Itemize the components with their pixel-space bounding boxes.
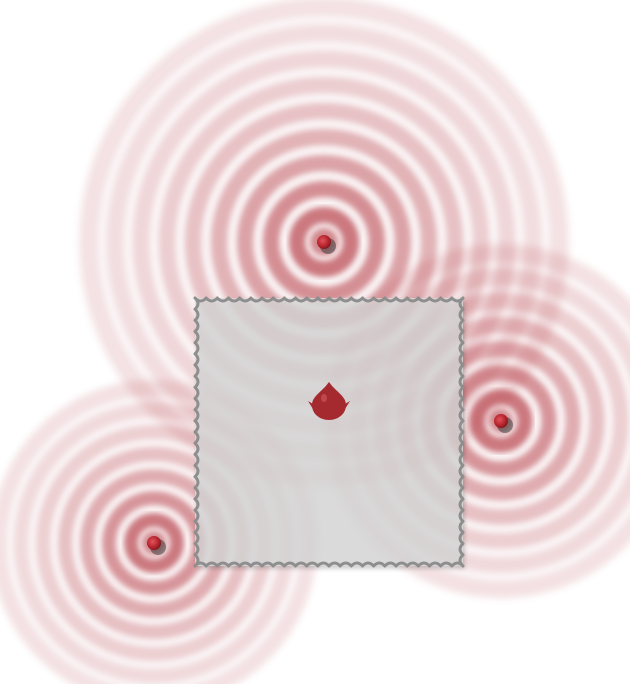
panel-serrated-edge [193, 296, 465, 568]
ripple-source-left[interactable] [147, 536, 166, 555]
ripple-ring [124, 513, 184, 573]
panel-edge-teeth [193, 296, 465, 568]
drop-marker-icon[interactable] [308, 382, 350, 420]
ripple-ring [262, 180, 386, 304]
ripple-source-right[interactable] [494, 414, 513, 433]
serrated-panel[interactable] [193, 296, 465, 569]
ripple-ring [288, 206, 360, 278]
ripple-source-top[interactable] [317, 235, 336, 254]
ripple-ring [469, 389, 533, 453]
